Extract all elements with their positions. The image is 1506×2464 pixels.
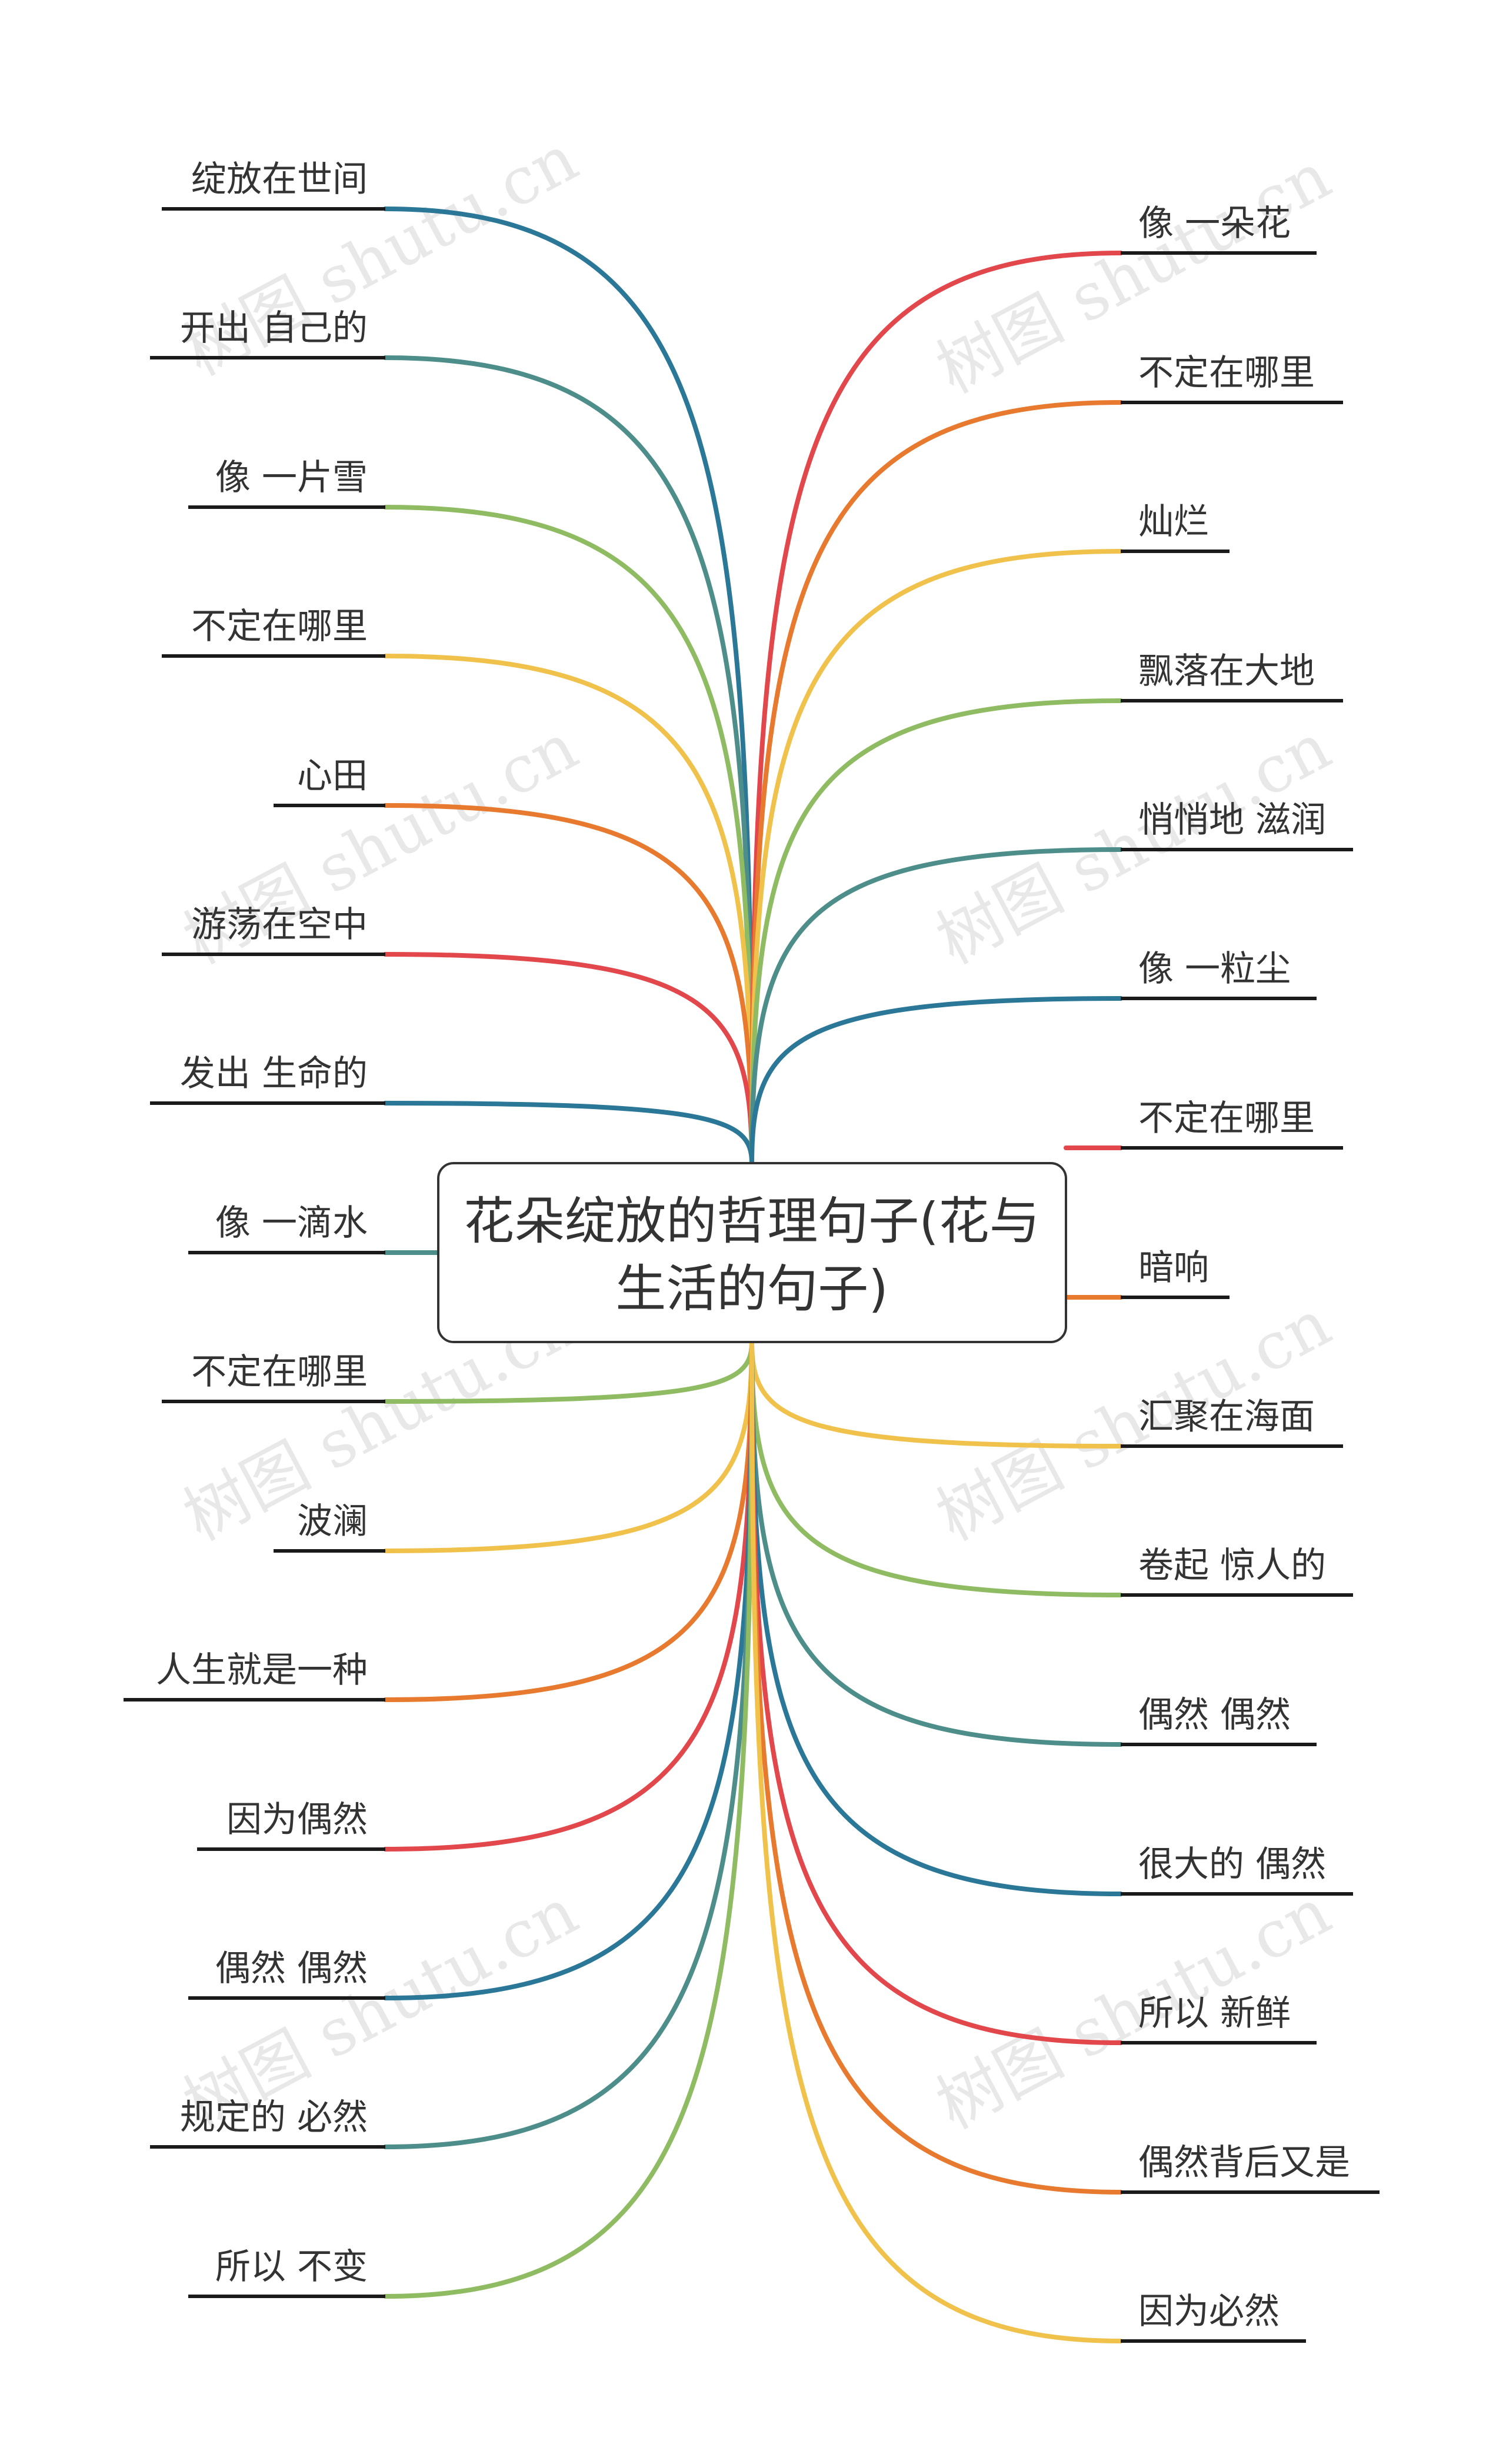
- branch-label[interactable]: 像 一粒尘: [1138, 948, 1291, 990]
- branch-right[interactable]: 很大的 偶然: [1121, 1844, 1353, 1896]
- branch-left[interactable]: 所以 不变: [188, 2246, 385, 2298]
- branch-right[interactable]: 所以 新鲜: [1121, 1993, 1317, 2045]
- branch-left[interactable]: 开出 自己的: [150, 308, 385, 359]
- branch-left[interactable]: 心田: [274, 755, 385, 807]
- branch-label[interactable]: 心田: [297, 755, 368, 797]
- connector-curve: [383, 952, 754, 1166]
- branch-label[interactable]: 像 一片雪: [215, 457, 368, 498]
- branch-label[interactable]: 悄悄地 滋润: [1138, 800, 1326, 841]
- branch-right[interactable]: 像 一朵花: [1121, 203, 1317, 255]
- branch-left[interactable]: 发出 生命的: [150, 1053, 385, 1105]
- connector-curve: [749, 1340, 1123, 1747]
- branch-label[interactable]: 发出 生命的: [180, 1053, 368, 1094]
- connector-curve: [383, 803, 754, 1166]
- branch-label[interactable]: 因为必然: [1138, 2291, 1280, 2332]
- central-topic-line-1: 花朵绽放的哲理句子(花与: [464, 1192, 1040, 1251]
- branch-left[interactable]: 像 一片雪: [188, 457, 385, 509]
- branch-label[interactable]: 灿烂: [1138, 501, 1209, 542]
- connector-curve: [383, 654, 754, 1166]
- branch-right[interactable]: 不定在哪里: [1121, 352, 1343, 404]
- branch-left[interactable]: 不定在哪里: [162, 606, 385, 658]
- connector-curve: [383, 355, 754, 1166]
- branch-label[interactable]: 偶然 偶然: [215, 1948, 368, 1989]
- branch-label[interactable]: 汇聚在海面: [1138, 1396, 1315, 1437]
- connector-curve: [383, 1340, 754, 1404]
- connector-curve: [749, 400, 1123, 1166]
- branch-label[interactable]: 飘落在大地: [1138, 651, 1315, 692]
- branch-left[interactable]: 规定的 必然: [150, 2097, 385, 2149]
- branch-left[interactable]: 像 一滴水: [188, 1203, 385, 1254]
- connector-curve: [749, 996, 1123, 1166]
- branch-label[interactable]: 所以 不变: [215, 2246, 368, 2287]
- branch-left[interactable]: 绽放在世间: [162, 159, 385, 211]
- branch-label[interactable]: 所以 新鲜: [1138, 1993, 1291, 2034]
- branch-left[interactable]: 波澜: [274, 1501, 385, 1553]
- branch-label[interactable]: 卷起 惊人的: [1138, 1545, 1326, 1586]
- branch-label[interactable]: 像 一滴水: [215, 1203, 368, 1244]
- branch-label[interactable]: 不定在哪里: [1138, 352, 1315, 394]
- connector-curve: [749, 1340, 1123, 2343]
- branch-left[interactable]: 偶然 偶然: [188, 1948, 385, 2000]
- central-topic-box[interactable]: [437, 1162, 1067, 1343]
- branch-left[interactable]: 因为偶然: [197, 1799, 385, 1851]
- watermark-text: 树图 shutu.cn: [925, 709, 1342, 978]
- branch-label[interactable]: 不定在哪里: [191, 606, 368, 647]
- connector-curve: [749, 549, 1123, 1166]
- connector-curve: [383, 1340, 754, 2299]
- branch-right[interactable]: 灿烂: [1121, 501, 1230, 553]
- branch-label[interactable]: 不定在哪里: [1138, 1098, 1315, 1139]
- branch-label[interactable]: 偶然背后又是: [1138, 2142, 1350, 2183]
- branch-right[interactable]: 飘落在大地: [1121, 651, 1343, 702]
- connector-curve: [749, 698, 1123, 1166]
- branch-label[interactable]: 不定在哪里: [191, 1351, 368, 1393]
- connector-curve: [749, 1340, 1123, 1449]
- branch-label[interactable]: 像 一朵花: [1138, 203, 1291, 244]
- branch-label[interactable]: 绽放在世间: [191, 159, 368, 200]
- branch-left[interactable]: 人生就是一种: [124, 1650, 385, 1702]
- branch-label[interactable]: 偶然 偶然: [1138, 1694, 1291, 1736]
- branch-right[interactable]: 汇聚在海面: [1121, 1396, 1343, 1448]
- branch-label[interactable]: 因为偶然: [226, 1799, 368, 1840]
- connector-curve: [383, 1340, 754, 2149]
- central-topic-line-2: 生活的句子): [615, 1260, 888, 1318]
- branch-right[interactable]: 偶然 偶然: [1121, 1694, 1317, 1746]
- connector-curve: [383, 1340, 754, 2000]
- branch-right[interactable]: 不定在哪里: [1121, 1098, 1343, 1150]
- branch-label[interactable]: 人生就是一种: [156, 1650, 368, 1691]
- connector-curve: [749, 251, 1123, 1166]
- branch-label[interactable]: 开出 自己的: [180, 308, 368, 349]
- branch-right[interactable]: 偶然背后又是: [1121, 2142, 1380, 2194]
- connector-curve: [383, 207, 754, 1166]
- connector-curve: [383, 505, 754, 1166]
- connector-layer: [383, 207, 1123, 2343]
- connector-curve: [749, 847, 1123, 1166]
- branch-label[interactable]: 游荡在空中: [191, 904, 368, 945]
- branch-label[interactable]: 暗响: [1138, 1247, 1209, 1288]
- branch-label[interactable]: 很大的 偶然: [1138, 1844, 1326, 1885]
- branch-left[interactable]: 游荡在空中: [162, 904, 385, 956]
- branch-right[interactable]: 悄悄地 滋润: [1121, 800, 1353, 851]
- branch-right[interactable]: 卷起 惊人的: [1121, 1545, 1353, 1597]
- connector-curve: [383, 1101, 754, 1166]
- central-topic[interactable]: 花朵绽放的哲理句子(花与 生活的句子): [437, 1162, 1067, 1343]
- branch-right[interactable]: 暗响: [1121, 1247, 1230, 1299]
- branch-right[interactable]: 因为必然: [1121, 2291, 1306, 2343]
- branch-left[interactable]: 不定在哪里: [162, 1351, 385, 1403]
- branch-label[interactable]: 规定的 必然: [180, 2097, 368, 2138]
- branch-right[interactable]: 像 一粒尘: [1121, 948, 1317, 1000]
- branch-label[interactable]: 波澜: [297, 1501, 368, 1542]
